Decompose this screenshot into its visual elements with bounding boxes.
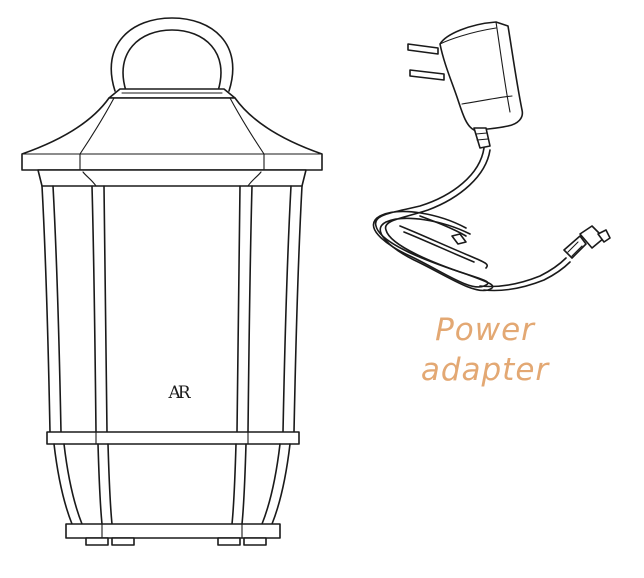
lantern-base <box>65 523 281 546</box>
adapter-cable <box>372 147 571 292</box>
lantern-roof <box>21 88 323 171</box>
lantern-upper-band <box>37 169 307 187</box>
power-adapter <box>372 21 611 292</box>
brand-logo: AR <box>168 383 190 403</box>
caption-line-1: Power <box>435 312 535 348</box>
caption-line-2: adapter <box>420 352 550 388</box>
adapter-plug <box>407 21 524 149</box>
lantern-handle <box>110 17 234 92</box>
adapter-dc-plug <box>563 225 611 259</box>
lantern-body <box>41 185 303 525</box>
lantern-speaker <box>21 17 323 546</box>
